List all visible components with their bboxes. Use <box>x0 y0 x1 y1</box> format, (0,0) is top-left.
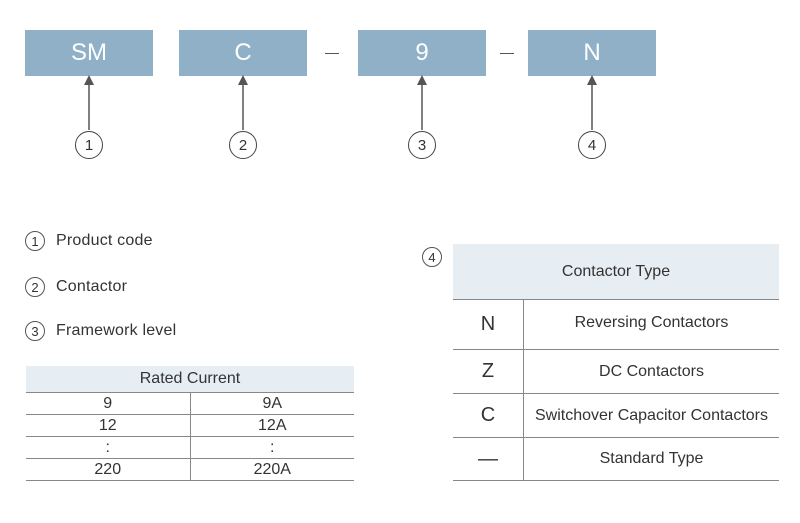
table-row: 12 12A <box>26 415 354 437</box>
table-row: : : <box>26 437 354 459</box>
table-cell: 9 <box>103 394 113 412</box>
index-circle-3: 3 <box>408 131 436 159</box>
separator-dash <box>500 53 514 54</box>
table-row: N Reversing Contactors <box>453 300 779 350</box>
contactor-type-table: Contactor Type N Reversing Contactors Z … <box>453 244 779 481</box>
table-row: 220 220A <box>26 459 354 481</box>
index-number: 4 <box>587 136 597 154</box>
separator-dash <box>325 53 339 54</box>
type-description: Switchover Capacitor Contactors <box>535 406 768 424</box>
legend-index-3: 3 <box>25 321 45 341</box>
code-label: N <box>583 39 601 66</box>
code-label: SM <box>71 39 107 66</box>
table-cell: 12A <box>189 415 355 436</box>
table-cell: : <box>189 437 355 458</box>
legend-label-contactor: Contactor <box>56 278 128 295</box>
type-code: — <box>453 438 524 480</box>
type-code: Z <box>453 350 524 393</box>
index-circle-4: 4 <box>578 131 606 159</box>
code-box-contactor: C <box>179 30 307 76</box>
table-cell: 220A <box>189 459 355 480</box>
legend-index-number: 2 <box>31 279 39 295</box>
index-circle-1: 1 <box>75 131 103 159</box>
type-description: Reversing Contactors <box>574 313 729 331</box>
rated-current-table: Rated Current 9 9A 12 12A : : 220 220A <box>26 366 354 481</box>
table-row: C Switchover Capacitor Contactors <box>453 394 779 438</box>
code-label: 9 <box>415 39 429 66</box>
code-box-product: SM <box>25 30 153 76</box>
type-code: C <box>453 394 524 437</box>
table-row: Z DC Contactors <box>453 350 779 394</box>
code-box-type: N <box>528 30 656 76</box>
legend-index-1: 1 <box>25 231 45 251</box>
type-code: N <box>453 300 524 349</box>
legend-index-2: 2 <box>25 277 45 297</box>
legend-index-number: 1 <box>31 233 39 249</box>
index-number: 4 <box>428 249 436 265</box>
table-row: — Standard Type <box>453 438 779 481</box>
code-label: C <box>234 39 252 66</box>
table-cell: 9A <box>189 393 355 414</box>
contactor-type-header: Contactor Type <box>453 244 779 300</box>
table-row: 9 9A <box>26 393 354 415</box>
legend-label-product-code: Product code <box>56 232 153 249</box>
code-box-framework: 9 <box>358 30 486 76</box>
legend-label-framework-level: Framework level <box>56 322 177 339</box>
rated-current-header: Rated Current <box>26 366 354 393</box>
legend-index-number: 3 <box>31 323 39 339</box>
index-number: 2 <box>238 136 248 154</box>
type-description: DC Contactors <box>599 362 704 380</box>
index-number: 3 <box>417 136 427 154</box>
table-cell: 12 <box>98 416 117 434</box>
table-cell: : <box>105 438 110 456</box>
contactor-type-index: 4 <box>422 247 442 267</box>
index-circle-2: 2 <box>229 131 257 159</box>
table-cell: 220 <box>94 460 122 478</box>
index-number: 1 <box>84 136 94 154</box>
type-description: Standard Type <box>599 450 704 467</box>
